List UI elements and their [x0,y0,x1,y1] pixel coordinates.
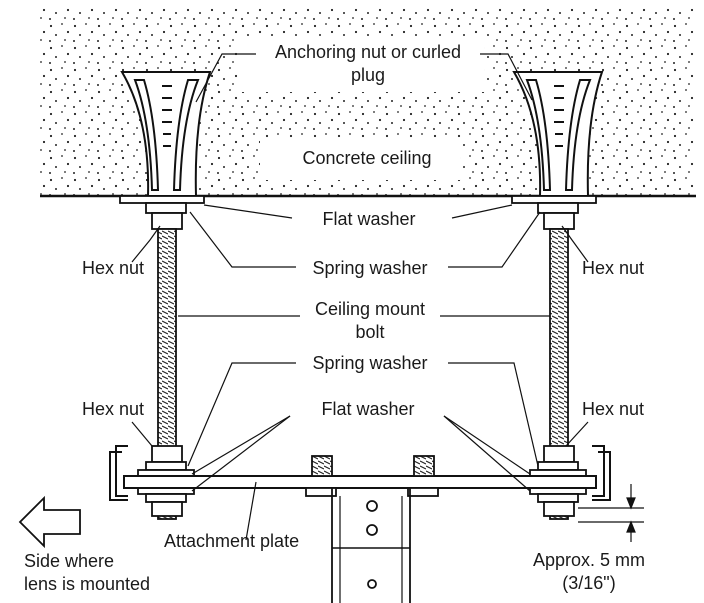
bolt-assembly-left [119,195,205,520]
bolt-assembly-right [511,195,597,520]
center-mount [305,455,439,603]
leader-lines [131,53,589,541]
flat-washer-top-right [511,195,597,204]
label-attachment-plate: Attachment plate [164,531,299,551]
dimension-marker [578,484,644,542]
spring-washer-top-right [537,202,579,214]
hex-nut-top-right [543,212,575,230]
label-hex-nut-top-right: Hex nut [582,258,644,278]
label-approx-line2: (3/16") [562,573,615,593]
arrow-left-outline-icon [18,495,81,549]
label-hex-nut-top-left: Hex nut [82,258,144,278]
hex-nut-bottom-left [151,445,183,463]
label-spring-washer-top: Spring washer [312,258,427,278]
label-concrete-ceiling: Concrete ceiling [302,148,431,168]
spring-washer-top-left [145,202,187,214]
label-ceiling-mount-bolt-line2: bolt [355,322,384,342]
label-hex-nut-bottom-left: Hex nut [82,399,144,419]
label-spring-washer-bottom: Spring washer [312,353,427,373]
label-ceiling-mount-bolt-line1: Ceiling mount [315,299,425,319]
anchoring-plug-left [120,71,212,197]
label-anchoring-nut-line1: Anchoring nut or curled [275,42,461,62]
flat-washer-top-left [119,195,205,204]
label-anchoring-nut-line2: plug [351,65,385,85]
hex-nut-bottom-right [543,445,575,463]
attachment-plate [109,445,611,501]
label-side-lens-line2: lens is mounted [24,574,150,594]
label-flat-washer-bottom: Flat washer [321,399,414,419]
label-approx-line1: Approx. 5 mm [533,550,645,570]
hex-nut-top-left [151,212,183,230]
label-side-lens-line1: Side where [24,551,114,571]
label-hex-nut-bottom-right: Hex nut [582,399,644,419]
label-flat-washer-top: Flat washer [322,209,415,229]
